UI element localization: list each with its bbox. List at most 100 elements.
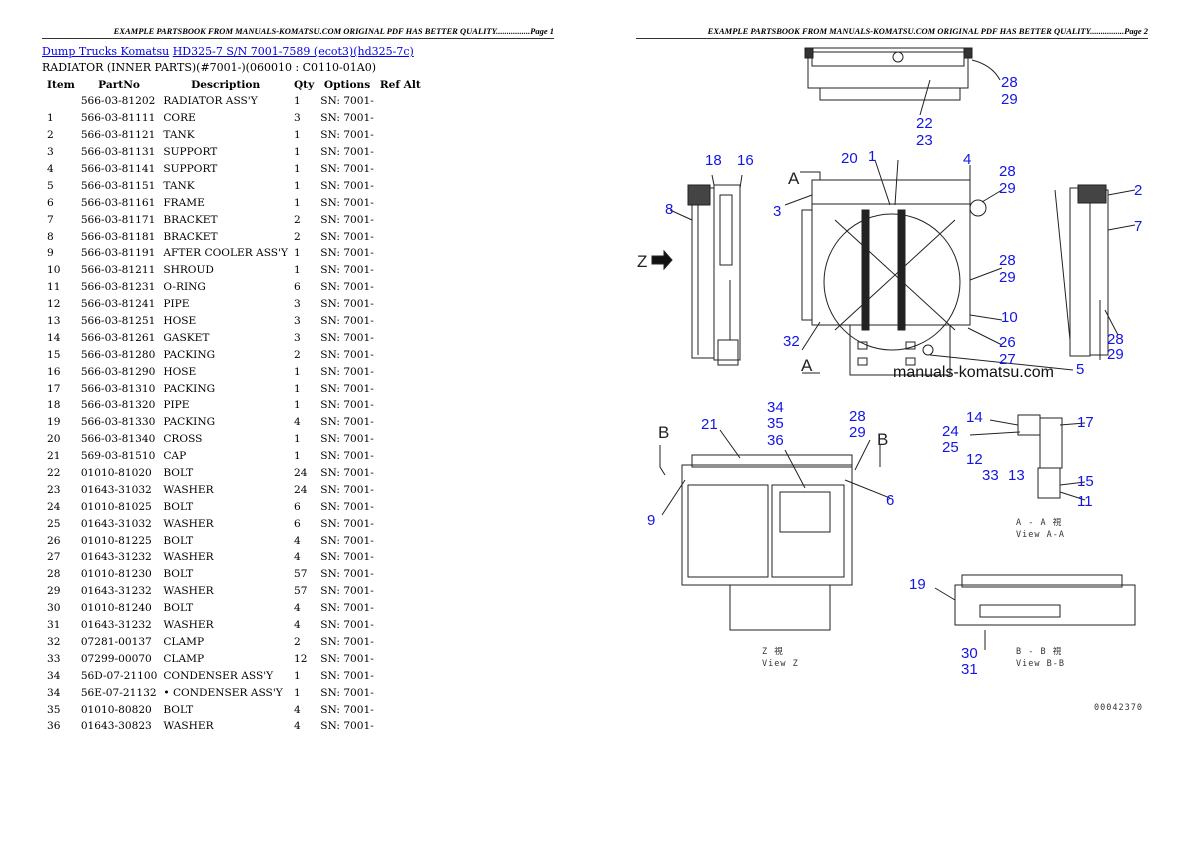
part-number: 566-03-81251: [80, 315, 156, 328]
options: SN: 7001-: [320, 450, 374, 463]
part-number: 566-03-81330: [80, 416, 156, 429]
item-number: 11: [47, 281, 61, 294]
part-number: 566-03-81241: [80, 298, 156, 311]
breadcrumb: Dump Trucks Komatsu HD325-7 S/N 7001-758…: [42, 45, 414, 58]
options: SN: 7001-: [320, 551, 374, 564]
item-number: 30: [47, 602, 61, 615]
item-number: 4: [47, 163, 54, 175]
front-view-drawing: [784, 159, 1074, 376]
quantity: 1: [293, 179, 301, 192]
callout-number: 24: [942, 423, 959, 440]
description: WASHER: [163, 619, 214, 632]
callout-number: 15: [1077, 473, 1094, 490]
description: CROSS: [163, 433, 203, 446]
item-number: 5: [47, 179, 54, 192]
callout-number: 29: [999, 269, 1016, 286]
quantity: 24: [293, 483, 308, 496]
quantity: 12: [293, 652, 308, 665]
right-side-view-drawing: [1054, 184, 1136, 360]
description: WASHER: [163, 483, 214, 496]
quantity: 1: [293, 146, 301, 159]
description: BOLT: [163, 568, 194, 581]
description: PIPE: [163, 399, 190, 412]
item-number: 1: [47, 112, 54, 125]
item-number: 25: [47, 517, 61, 530]
description: BOLT: [163, 467, 194, 480]
options: SN: 7001-: [320, 500, 374, 513]
options: SN: 7001-: [320, 247, 374, 260]
breadcrumb-link-model[interactable]: HD325-7 S/N 7001-7589 (ecot3)(hd325-7c): [172, 45, 414, 58]
part-number: 569-03-81510: [80, 450, 156, 463]
options: SN: 7001-: [320, 669, 374, 682]
quantity: 1: [293, 264, 301, 277]
part-number: 566-03-81261: [80, 331, 156, 344]
part-number: 566-03-81191: [80, 247, 156, 260]
quantity: 1: [293, 196, 301, 209]
options: SN: 7001-: [320, 281, 374, 294]
breadcrumb-link-dump-trucks[interactable]: Dump Trucks Komatsu: [42, 45, 170, 58]
view-b-b-drawing: [934, 574, 1136, 650]
part-number: 07281-00137: [80, 635, 152, 648]
item-number: [44, 93, 78, 110]
description: WASHER: [163, 720, 214, 733]
item-number: 13: [47, 315, 61, 328]
item-number: 3: [47, 146, 54, 159]
ref-alt: [377, 211, 424, 228]
item-number: 35: [47, 703, 61, 716]
description: CORE: [163, 112, 196, 125]
ref-alt: [377, 566, 424, 583]
ref-alt: [377, 617, 424, 634]
item-number: 21: [47, 450, 61, 463]
description: BOLT: [163, 534, 194, 547]
callout-number: 6: [886, 492, 895, 509]
part-number: 566-03-81211: [80, 264, 156, 277]
item-number: 24: [47, 500, 61, 513]
ref-alt: [377, 718, 424, 735]
quantity: 6: [293, 500, 301, 513]
description: • CONDENSER ASS'Y: [163, 686, 283, 699]
watermark: manuals-komatsu.com: [893, 364, 1054, 381]
callout-number: 25: [942, 439, 959, 456]
description: SUPPORT: [163, 146, 218, 159]
ref-alt: [377, 296, 424, 313]
options: SN: 7001-: [320, 315, 374, 328]
quantity: 2: [293, 635, 301, 648]
part-number: 566-03-81161: [80, 196, 156, 209]
section-mark-b: B: [658, 423, 670, 442]
callout-number: 28: [1001, 74, 1018, 91]
callout-number: 8: [665, 201, 674, 218]
options: SN: 7001-: [320, 534, 374, 547]
column-header: PartNo: [98, 78, 140, 91]
description: PIPE: [163, 298, 190, 311]
options: SN: 7001-: [320, 619, 374, 632]
options: SN: 7001-: [320, 146, 374, 159]
description: SUPPORT: [163, 163, 218, 175]
description: CLAMP: [163, 652, 205, 665]
quantity: 24: [293, 467, 308, 480]
part-number: 01643-31232: [80, 585, 152, 598]
ref-alt: [377, 431, 424, 448]
drawing-number: 00042370: [1094, 703, 1143, 713]
callout-number: 16: [737, 152, 754, 169]
ref-alt: [377, 329, 424, 346]
ref-alt: [377, 701, 424, 718]
column-header: Item: [47, 78, 75, 91]
left-side-view-drawing: [669, 174, 743, 366]
options: SN: 7001-: [320, 585, 374, 598]
quantity: 1: [293, 686, 301, 699]
ref-alt: [377, 532, 424, 549]
options: SN: 7001-: [320, 163, 374, 175]
ref-alt: [377, 515, 424, 532]
options: SN: 7001-: [320, 365, 374, 378]
part-number: 01643-31232: [80, 551, 152, 564]
item-number: 18: [47, 399, 61, 412]
options: SN: 7001-: [320, 483, 374, 496]
